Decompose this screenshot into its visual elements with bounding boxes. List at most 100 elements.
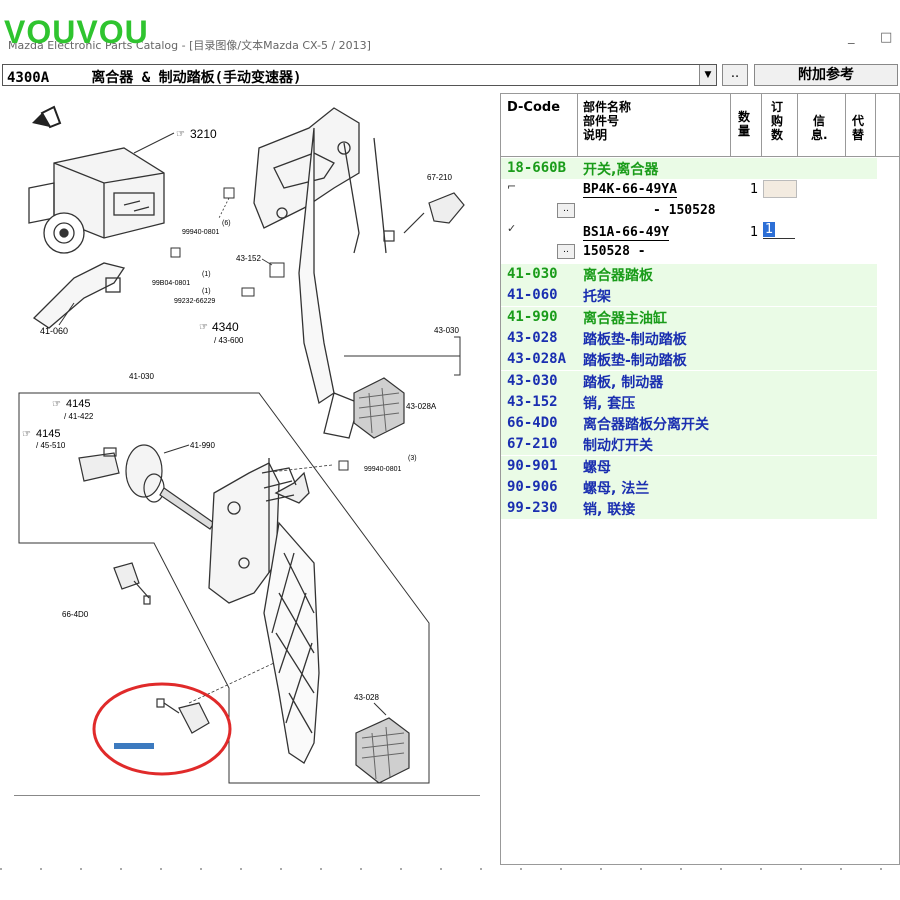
details-button-1[interactable]: .. (557, 203, 575, 218)
group-select-value: 4300A 离合器 & 制动踏板(手动变速器) (7, 67, 301, 87)
label-41-030[interactable]: 41-030 (129, 372, 154, 381)
dcode: 43-028 (507, 329, 558, 346)
maximize-button[interactable]: □ (880, 30, 893, 45)
label-99940-0801-mid[interactable]: 99940-0801 (364, 466, 401, 473)
part-name: 离合器踏板分离开关 (583, 417, 709, 434)
label-41-422[interactable]: / 41-422 (64, 412, 94, 421)
part-name: 踏板, 制动器 (583, 374, 664, 391)
dcode: 67-210 (507, 436, 558, 453)
header-sub-2[interactable]: 替 (852, 128, 865, 142)
header-order-3[interactable]: 数 (771, 128, 784, 142)
title-bar: Mazda Electronic Parts Catalog - [目录图像/文… (0, 0, 900, 62)
callout-4340-icon: ☞ (199, 322, 208, 333)
label-43-600[interactable]: / 43-600 (214, 336, 244, 345)
label-99b04[interactable]: 99B04-0801 (152, 280, 190, 287)
label-4340[interactable]: 4340 (212, 320, 239, 334)
front-arrow-icon (32, 105, 62, 129)
label-43-152[interactable]: 43-152 (236, 254, 261, 263)
chevron-down-icon[interactable]: ▼ (699, 65, 716, 85)
label-1-a: (1) (202, 271, 211, 278)
col-divider (761, 94, 762, 156)
order-qty-input-2[interactable]: 1 (763, 222, 795, 239)
checkbox-part-2[interactable]: ✓ (507, 222, 517, 235)
header-sub-1[interactable]: 代 (852, 114, 865, 128)
part-name: 螺母, 法兰 (583, 481, 650, 497)
label-3210[interactable]: 3210 (190, 127, 217, 141)
qty-1: 1 (750, 182, 759, 197)
date-range-1: - 150528 (653, 203, 716, 218)
part-name: 开关,离合器 (583, 162, 659, 178)
part-name: 踏板垫-制动踏板 (583, 331, 687, 348)
clutch-switch-drawing (156, 698, 210, 734)
parts-diagram[interactable]: ☞ 3210 41-060 (6) 99940-0801 (1) 99B04-0… (14, 93, 480, 795)
header-order-2[interactable]: 购 (771, 114, 784, 128)
status-bar-divider (0, 868, 900, 870)
list-item[interactable]: 90-906 螺母, 法兰 (501, 477, 877, 498)
watermark: VOUVOU (4, 14, 149, 50)
window-title: Mazda Electronic Parts Catalog - [目录图像/文… (8, 39, 371, 52)
dcode: 90-901 (507, 457, 558, 474)
order-qty-value-2: 1 (763, 222, 776, 237)
label-99940-0801-top[interactable]: 99940-0801 (182, 229, 219, 236)
checkbox-part-1[interactable]: ⌐ (507, 180, 517, 193)
clutch-pedal-switch-drawing (113, 562, 151, 605)
stop-lamp-switch-drawing (383, 192, 465, 242)
label-43-028[interactable]: 43-028 (354, 693, 379, 702)
callout-4145-b-icon: ☞ (22, 429, 31, 440)
header-info-2[interactable]: 息. (811, 128, 828, 142)
order-qty-input-1[interactable] (763, 180, 797, 198)
part-number-1[interactable]: BP4K-66-49YA (583, 182, 677, 198)
list-item[interactable]: 43-028 踏板垫-制动踏板 (501, 327, 877, 349)
details-button-2[interactable]: .. (557, 244, 575, 259)
group-select[interactable]: 4300A 离合器 & 制动踏板(手动变速器) ▼ (2, 64, 717, 86)
label-45-510[interactable]: / 45-510 (36, 441, 66, 450)
label-67-210[interactable]: 67-210 (427, 173, 452, 182)
browse-button[interactable]: .. (722, 64, 748, 86)
part-name: 制动灯开关 (583, 438, 653, 455)
header-description[interactable]: 说明 (583, 128, 608, 142)
header-qty[interactable]: 数量 (738, 110, 751, 138)
dcode: 43-152 (507, 393, 558, 410)
highlight-circle (92, 682, 232, 776)
qty-2: 1 (750, 225, 759, 240)
header-part-name[interactable]: 部件名称 (583, 100, 632, 114)
label-1-b: (1) (202, 288, 211, 295)
label-66-4d0[interactable]: 66-4D0 (62, 610, 89, 619)
label-4145-a[interactable]: 4145 (66, 398, 90, 410)
list-item[interactable]: 43-030 踏板, 制动器 (501, 370, 877, 392)
header-info-1[interactable]: 信 (813, 114, 826, 128)
minimize-button[interactable]: _ (848, 30, 855, 45)
header-dcode[interactable]: D-Code (507, 100, 561, 115)
part-name: 踏板垫-制动踏板 (583, 353, 687, 370)
label-6: (6) (222, 220, 231, 227)
label-43-028a[interactable]: 43-028A (406, 402, 437, 411)
part-name: 离合器踏板 (583, 268, 653, 284)
list-item[interactable]: 67-210 制动灯开关 (501, 434, 877, 456)
dcode: 41-060 (507, 287, 558, 304)
clutch-pedal-drawing (208, 458, 320, 764)
list-item-selected[interactable]: 18-660B 开关,离合器 (501, 158, 877, 179)
dcode: 43-030 (507, 372, 558, 389)
date-range-2: 150528 - (583, 244, 646, 259)
label-4145-b[interactable]: 4145 (36, 428, 60, 440)
col-divider (577, 94, 578, 156)
label-41-060[interactable]: 41-060 (40, 326, 68, 336)
label-41-990[interactable]: 41-990 (190, 441, 215, 450)
brake-pedal-drawing (253, 107, 387, 439)
diagram-bottom-border (14, 795, 480, 796)
label-99232[interactable]: 99232-66229 (174, 298, 215, 305)
label-43-030[interactable]: 43-030 (434, 326, 459, 335)
header-order-1[interactable]: 订 (771, 100, 784, 114)
dcode: 90-906 (507, 479, 558, 495)
part-number-2[interactable]: BS1A-66-49Y (583, 225, 670, 241)
extra-reference-button[interactable]: 附加参考 (754, 64, 898, 86)
header-part-number[interactable]: 部件号 (583, 114, 620, 128)
